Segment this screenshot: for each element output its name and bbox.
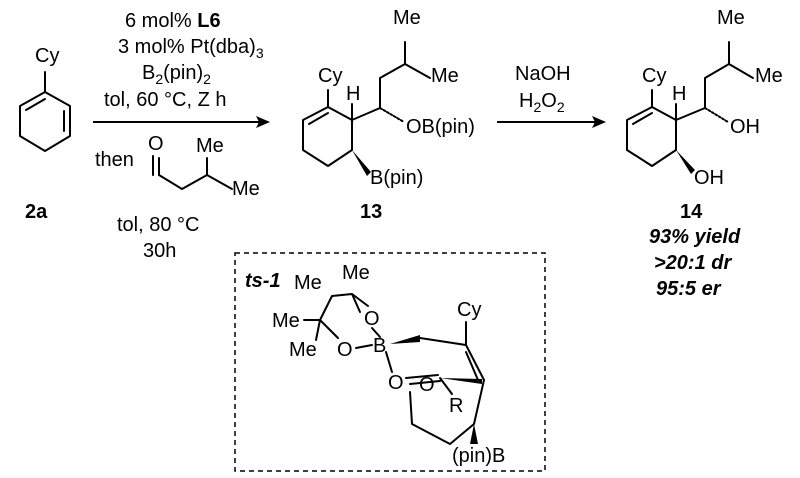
aldehyde-me-top: Me xyxy=(196,135,224,157)
aldehyde-chain xyxy=(158,157,233,190)
step2-conditions: NaOH H2O2 xyxy=(497,63,606,128)
ts-me-4: Me xyxy=(289,339,317,361)
ts-r-bond xyxy=(439,377,453,395)
int-cy: Cy xyxy=(318,65,342,87)
prod-h: H xyxy=(672,83,686,105)
ts-label: ts-1 xyxy=(245,270,281,292)
ts-carbonyl xyxy=(405,374,441,385)
result-yield: 93% yield xyxy=(649,226,741,248)
prod-oh-ring: OH xyxy=(694,167,724,189)
ts-b: B xyxy=(373,335,386,357)
ts-r: R xyxy=(449,395,463,417)
result-dr: >20:1 dr xyxy=(654,252,732,274)
ts-me-2: Me xyxy=(342,262,370,284)
prod-wedge xyxy=(676,150,695,174)
sm-cy-label: Cy xyxy=(35,45,59,67)
ts-b-o-bond xyxy=(385,351,393,373)
int-ring-double xyxy=(308,112,329,125)
cond-diboron: B2(pin)2 xyxy=(142,62,211,87)
int-h: H xyxy=(346,83,360,105)
sm-ring xyxy=(19,71,71,152)
int-ring xyxy=(302,89,353,167)
ts-chair-double xyxy=(465,351,479,381)
int-side-chain xyxy=(351,41,431,121)
ts-box xyxy=(234,252,546,472)
cond-h2o2: H2O2 xyxy=(519,90,565,115)
aldehyde-me-right: Me xyxy=(232,178,260,200)
int-me-top: Me xyxy=(393,7,421,29)
ts-pinb: (pin)B xyxy=(452,445,505,467)
int-boron: B(pin) xyxy=(370,167,423,189)
cond-then: then xyxy=(95,149,134,171)
result-er: 95:5 er xyxy=(656,278,722,300)
ts-b-wedge xyxy=(390,335,420,344)
prod-ring-double xyxy=(632,112,653,125)
ts-o-chair: O xyxy=(419,374,435,396)
int-boron-ether: OB(pin) xyxy=(406,116,475,138)
compound-2a: Cy 2a xyxy=(19,45,71,223)
ts-o-up: O xyxy=(364,308,380,330)
cond-temp-time-1: tol, 60 °C, Z h xyxy=(104,89,227,111)
cond-naoh: NaOH xyxy=(515,63,571,85)
int-wedge xyxy=(352,150,371,176)
ts-o-low: O xyxy=(337,339,353,361)
ts-b-bonds xyxy=(355,327,381,349)
transition-state-ts-1: ts-1 Me Me Me Me O O B O Cy O R (pin)B xyxy=(245,262,505,467)
ts-me-3: Me xyxy=(272,310,300,332)
ts-cy: Cy xyxy=(457,299,481,321)
cond-time-2: 30h xyxy=(143,240,176,262)
ts-hash-wedge xyxy=(440,378,482,384)
ts-o-ald: O xyxy=(388,372,404,394)
prod-side-chain xyxy=(675,41,754,121)
cond-catalyst-loading: 6 mol% L6 xyxy=(125,10,221,32)
aldehyde-o: O xyxy=(148,133,164,155)
step1-conditions: 6 mol% L6 3 mol% Pt(dba)3 B2(pin)2 tol, … xyxy=(93,10,270,262)
prod-number: 14 xyxy=(680,201,703,223)
int-me-right: Me xyxy=(431,65,459,87)
int-hash-bond xyxy=(379,107,405,123)
prod-hash-bond xyxy=(704,107,729,123)
ts-pinb-wedge xyxy=(470,424,478,444)
compound-14: Cy H Me Me OH OH 14 93% yield >20:1 dr 9… xyxy=(626,7,783,300)
prod-ring xyxy=(626,89,677,167)
int-number: 13 xyxy=(360,201,382,223)
sm-double-bond-top xyxy=(25,98,46,111)
reaction-arrow-1-head xyxy=(256,116,270,128)
aldehyde-structure: O Me Me xyxy=(148,133,260,200)
cond-pt-source: 3 mol% Pt(dba)3 xyxy=(118,36,264,61)
cond-temp-2: tol, 80 °C xyxy=(117,214,199,236)
compound-13: Cy H Me Me OB(pin) B(pin) 13 xyxy=(302,7,475,223)
prod-me-right: Me xyxy=(755,65,783,87)
sm-number: 2a xyxy=(25,201,48,223)
ts-pinacol-ring xyxy=(303,293,369,341)
ts-me-1: Me xyxy=(294,272,322,294)
prod-oh-side: OH xyxy=(730,116,760,138)
prod-cy: Cy xyxy=(642,65,666,87)
reaction-arrow-2-head xyxy=(592,116,606,128)
prod-me-top: Me xyxy=(717,7,745,29)
